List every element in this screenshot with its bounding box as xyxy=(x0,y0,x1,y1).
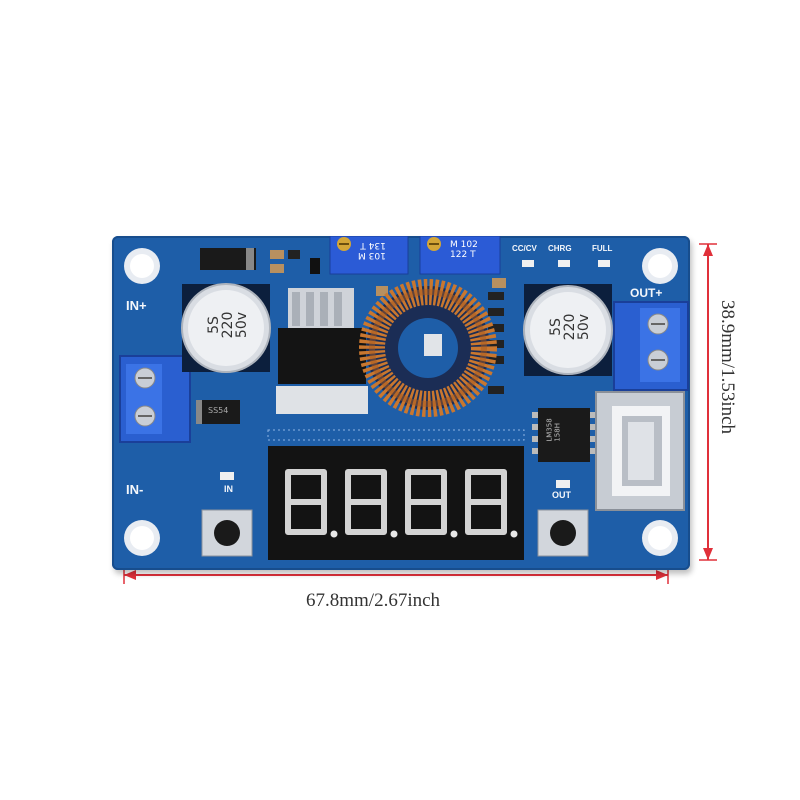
label-in-minus: IN- xyxy=(126,482,144,497)
chip-line-1: LM358 xyxy=(545,418,554,442)
left-pot-marking: 103 M 134 T xyxy=(358,240,386,260)
lm358-chip xyxy=(532,408,596,462)
status-leds xyxy=(220,260,610,488)
label-chrg: CHRG xyxy=(548,244,572,253)
cap-left-line-2: 220 xyxy=(220,311,236,339)
usb-port xyxy=(595,391,685,511)
left-capacitor xyxy=(181,283,271,373)
pot-right-num: 122 xyxy=(450,250,468,260)
bottom-arrowhead xyxy=(703,548,713,560)
cap-right-line-1: 5S xyxy=(548,318,564,336)
cap-left-line-3: 50v xyxy=(234,311,250,339)
right-arrowhead xyxy=(656,570,668,580)
cap-left-line-1: 5S xyxy=(206,316,222,334)
cap-right-line-3: 50v xyxy=(576,313,592,341)
right-potentiometer xyxy=(419,236,501,275)
left-arrowhead xyxy=(124,570,136,580)
label-led-out: OUT xyxy=(552,490,571,500)
regulator-chip xyxy=(276,288,368,414)
width-label: 67.8mm/2.67inch xyxy=(306,590,441,611)
left-potentiometer xyxy=(329,236,409,275)
mounting-holes xyxy=(124,248,678,556)
pcb-artwork xyxy=(119,236,689,560)
schottky-diode xyxy=(196,400,240,424)
pot-right-m: M xyxy=(450,240,458,250)
pcb-board: IN+ IN- OUT+ IN OUT CC/CV CHRG FULL 5S 2… xyxy=(112,236,690,570)
label-in-plus: IN+ xyxy=(126,298,147,313)
output-terminal-block xyxy=(613,301,689,391)
top-diode xyxy=(200,248,256,270)
label-cc-cv: CC/CV xyxy=(512,244,537,253)
right-pot-marking: M 102 122 T xyxy=(450,240,478,260)
chip-line-2: 158H xyxy=(553,423,562,442)
left-capacitor-marking: 5S 220 50v xyxy=(206,305,250,345)
toroid-inductor xyxy=(359,279,497,417)
right-capacitor-marking: 5S 220 50v xyxy=(548,307,592,347)
pot-left-m: M xyxy=(358,250,366,260)
pot-left-t: T xyxy=(360,240,366,250)
label-full: FULL xyxy=(592,244,613,253)
seven-segment-display xyxy=(268,446,524,560)
input-terminal-block xyxy=(119,355,191,443)
right-capacitor xyxy=(523,284,613,376)
diode-marking: SS54 xyxy=(208,406,229,415)
left-push-button xyxy=(201,509,253,557)
label-led-in: IN xyxy=(224,484,233,494)
pot-left-code: 103 xyxy=(368,250,386,260)
lm358-marking: LM358 158H xyxy=(546,418,562,441)
pot-right-code: 102 xyxy=(460,240,478,250)
right-push-button xyxy=(537,509,589,557)
label-out-plus: OUT+ xyxy=(630,286,663,300)
cap-right-line-2: 220 xyxy=(562,313,578,341)
height-label: 38.9mm/1.53inch xyxy=(717,300,738,435)
pot-right-t: T xyxy=(470,250,476,260)
top-arrowhead xyxy=(703,244,713,256)
pot-left-num: 134 xyxy=(368,240,386,250)
